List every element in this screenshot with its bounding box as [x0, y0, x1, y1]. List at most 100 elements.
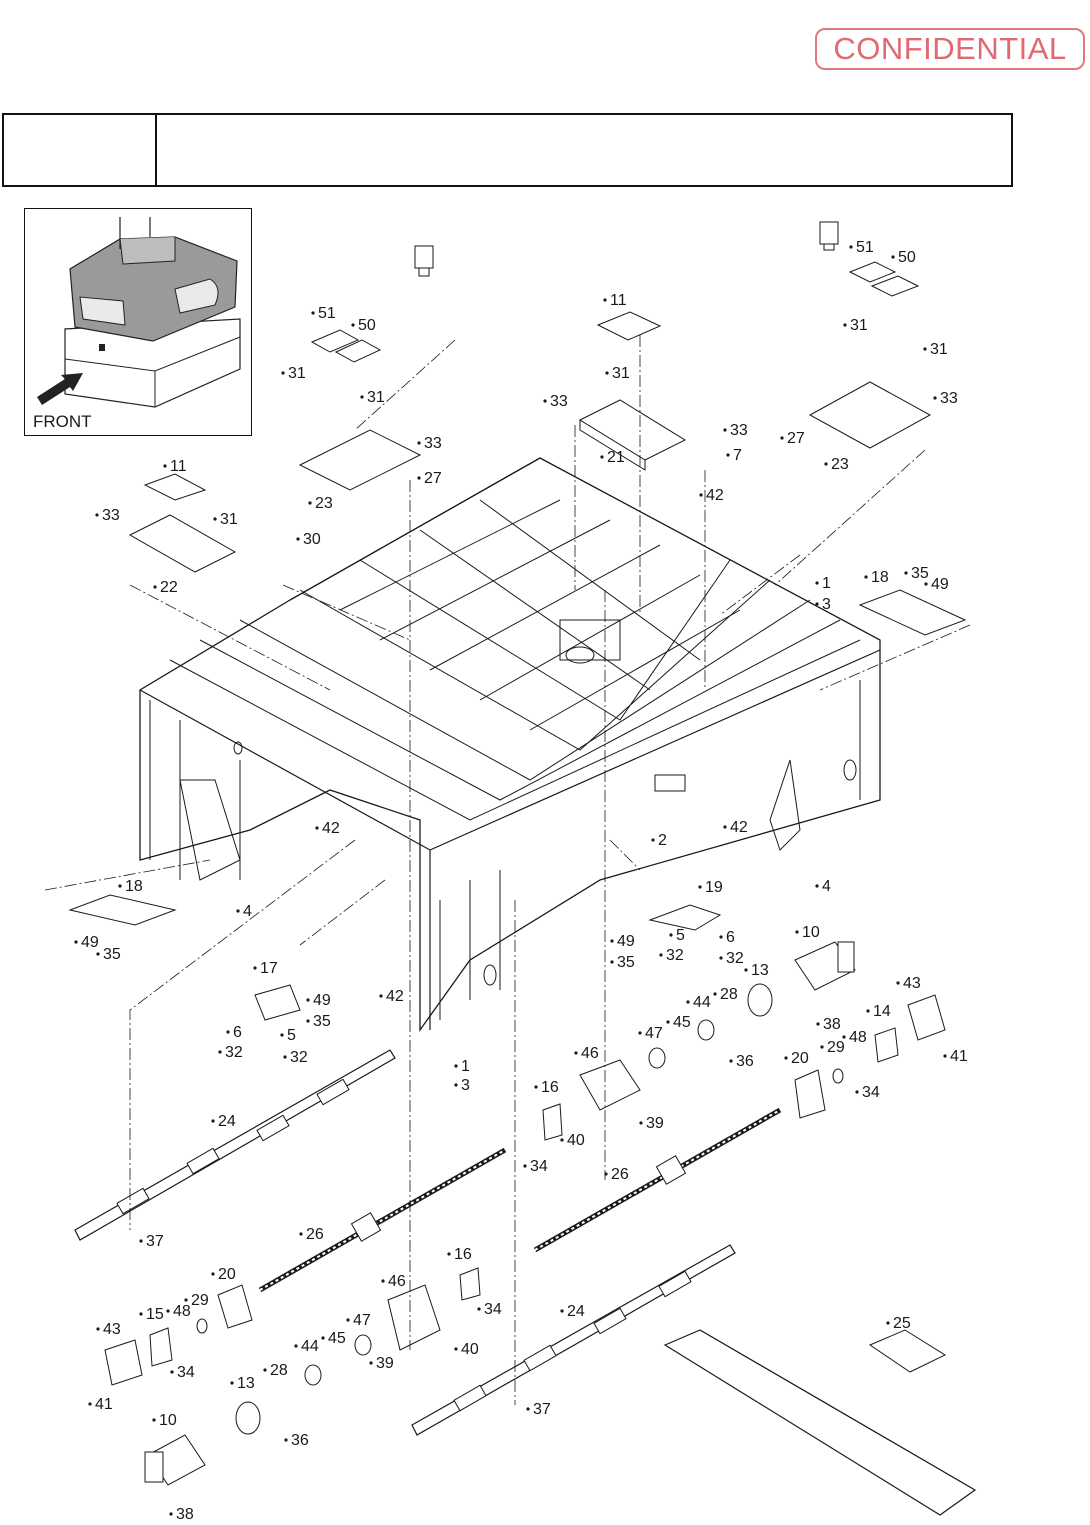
callout-leader-dot [169, 1512, 173, 1516]
bracket-21 [578, 399, 687, 471]
callout-leader-dot [170, 1370, 174, 1374]
cover-plate-51-50-left [310, 329, 382, 363]
callout-11b: 11 [170, 458, 187, 475]
callout-leader-dot [311, 311, 315, 315]
callout-leader-dot [454, 1064, 458, 1068]
callout-leader-dot [904, 571, 908, 575]
callout-leader-dot [560, 1138, 564, 1142]
callout-29a: 29 [827, 1039, 845, 1056]
callout-36a: 36 [736, 1053, 754, 1070]
motor-small-left [414, 245, 434, 277]
callout-34c: 34 [484, 1301, 502, 1318]
callout-leader-dot [780, 436, 784, 440]
callout-leader-dot [610, 960, 614, 964]
callout-leader-dot [321, 1336, 325, 1340]
callout-leader-dot [379, 994, 383, 998]
machine-overview-illustration [37, 217, 241, 408]
linear-guide-24-right [411, 1244, 736, 1436]
callout-leader-dot [306, 998, 310, 1002]
callout-2: 2 [658, 832, 667, 849]
callout-leader-dot [299, 1232, 303, 1236]
callout-leader-dot [943, 1054, 947, 1058]
callout-leader-dot [784, 1056, 788, 1060]
callout-33d: 33 [940, 390, 958, 407]
callout-leader-dot [153, 585, 157, 589]
callout-leader-dot [843, 323, 847, 327]
callout-16b: 16 [454, 1246, 472, 1263]
callout-49d: 49 [313, 992, 331, 1009]
callout-46b: 46 [388, 1273, 406, 1290]
callout-38a: 38 [823, 1016, 841, 1033]
callout-leader-dot [417, 441, 421, 445]
callout-leader-dot [96, 952, 100, 956]
callout-leader-dot [719, 935, 723, 939]
callout-leader-dot [152, 1418, 156, 1422]
ball-screw-26-right [533, 1107, 782, 1253]
cover-plate-11-left [143, 473, 207, 501]
callout-18a: 18 [871, 569, 889, 586]
callout-leader-dot [726, 453, 730, 457]
callout-23b: 23 [831, 456, 849, 473]
callout-43b: 43 [103, 1321, 121, 1338]
callout-leader-dot [723, 825, 727, 829]
callout-42b: 42 [322, 820, 340, 837]
callout-leader-dot [477, 1307, 481, 1311]
callout-4b: 4 [243, 903, 252, 920]
callout-leader-dot [842, 1035, 846, 1039]
callout-35d: 35 [313, 1013, 331, 1030]
cover-plate-51-50-right [848, 261, 920, 297]
callout-leader-dot [723, 428, 727, 432]
ball-screw-26-left [258, 1147, 507, 1293]
callout-31a: 31 [288, 365, 306, 382]
callout-leader-dot [699, 493, 703, 497]
callout-leader-dot [213, 517, 217, 521]
callout-31f: 31 [220, 511, 238, 528]
callout-33b: 33 [550, 393, 568, 410]
callout-leader-dot [454, 1347, 458, 1351]
callout-leader-dot [600, 455, 604, 459]
callout-33c: 33 [730, 422, 748, 439]
callout-49a: 49 [931, 576, 949, 593]
callout-leader-dot [381, 1279, 385, 1283]
callout-31c: 31 [612, 365, 630, 382]
callout-42d: 42 [386, 988, 404, 1005]
callout-leader-dot [815, 581, 819, 585]
callout-39b: 39 [376, 1355, 394, 1372]
callout-26b: 26 [306, 1226, 324, 1243]
callout-34b: 34 [530, 1158, 548, 1175]
callout-leader-dot [686, 1000, 690, 1004]
callout-leader-dot [560, 1309, 564, 1313]
callout-1b: 1 [461, 1058, 470, 1075]
callout-27b: 27 [787, 430, 805, 447]
callout-leader-dot [666, 1020, 670, 1024]
callout-leader-dot [95, 513, 99, 517]
callout-leader-dot [923, 347, 927, 351]
bracket-18-left [68, 894, 177, 926]
callout-leader-dot [820, 1045, 824, 1049]
callout-18b: 18 [125, 878, 143, 895]
callout-leader-dot [924, 582, 928, 586]
bearing-housing-46-upper [579, 1059, 641, 1111]
callout-10b: 10 [159, 1412, 177, 1429]
callout-leader-dot [526, 1407, 530, 1411]
callout-leader-dot [360, 395, 364, 399]
callout-31b: 31 [367, 389, 385, 406]
callout-leader-dot [218, 1050, 222, 1054]
callout-leader-dot [211, 1119, 215, 1123]
callout-leader-dot [866, 1009, 870, 1013]
callout-leader-dot [638, 1031, 642, 1035]
callout-leader-dot [669, 933, 673, 937]
callout-49c: 49 [617, 933, 635, 950]
cover-plate-23-right [808, 381, 932, 449]
callout-13a: 13 [751, 962, 769, 979]
callout-1a: 1 [822, 575, 831, 592]
callout-leader-dot [744, 968, 748, 972]
callout-leader-dot [96, 1327, 100, 1331]
callout-leader-dot [346, 1318, 350, 1322]
callout-50a: 50 [358, 317, 376, 334]
callout-42c: 42 [730, 819, 748, 836]
callout-42a: 42 [706, 487, 724, 504]
callout-24b: 24 [567, 1303, 585, 1320]
callout-leader-dot [296, 537, 300, 541]
front-arrow-icon [37, 373, 83, 405]
